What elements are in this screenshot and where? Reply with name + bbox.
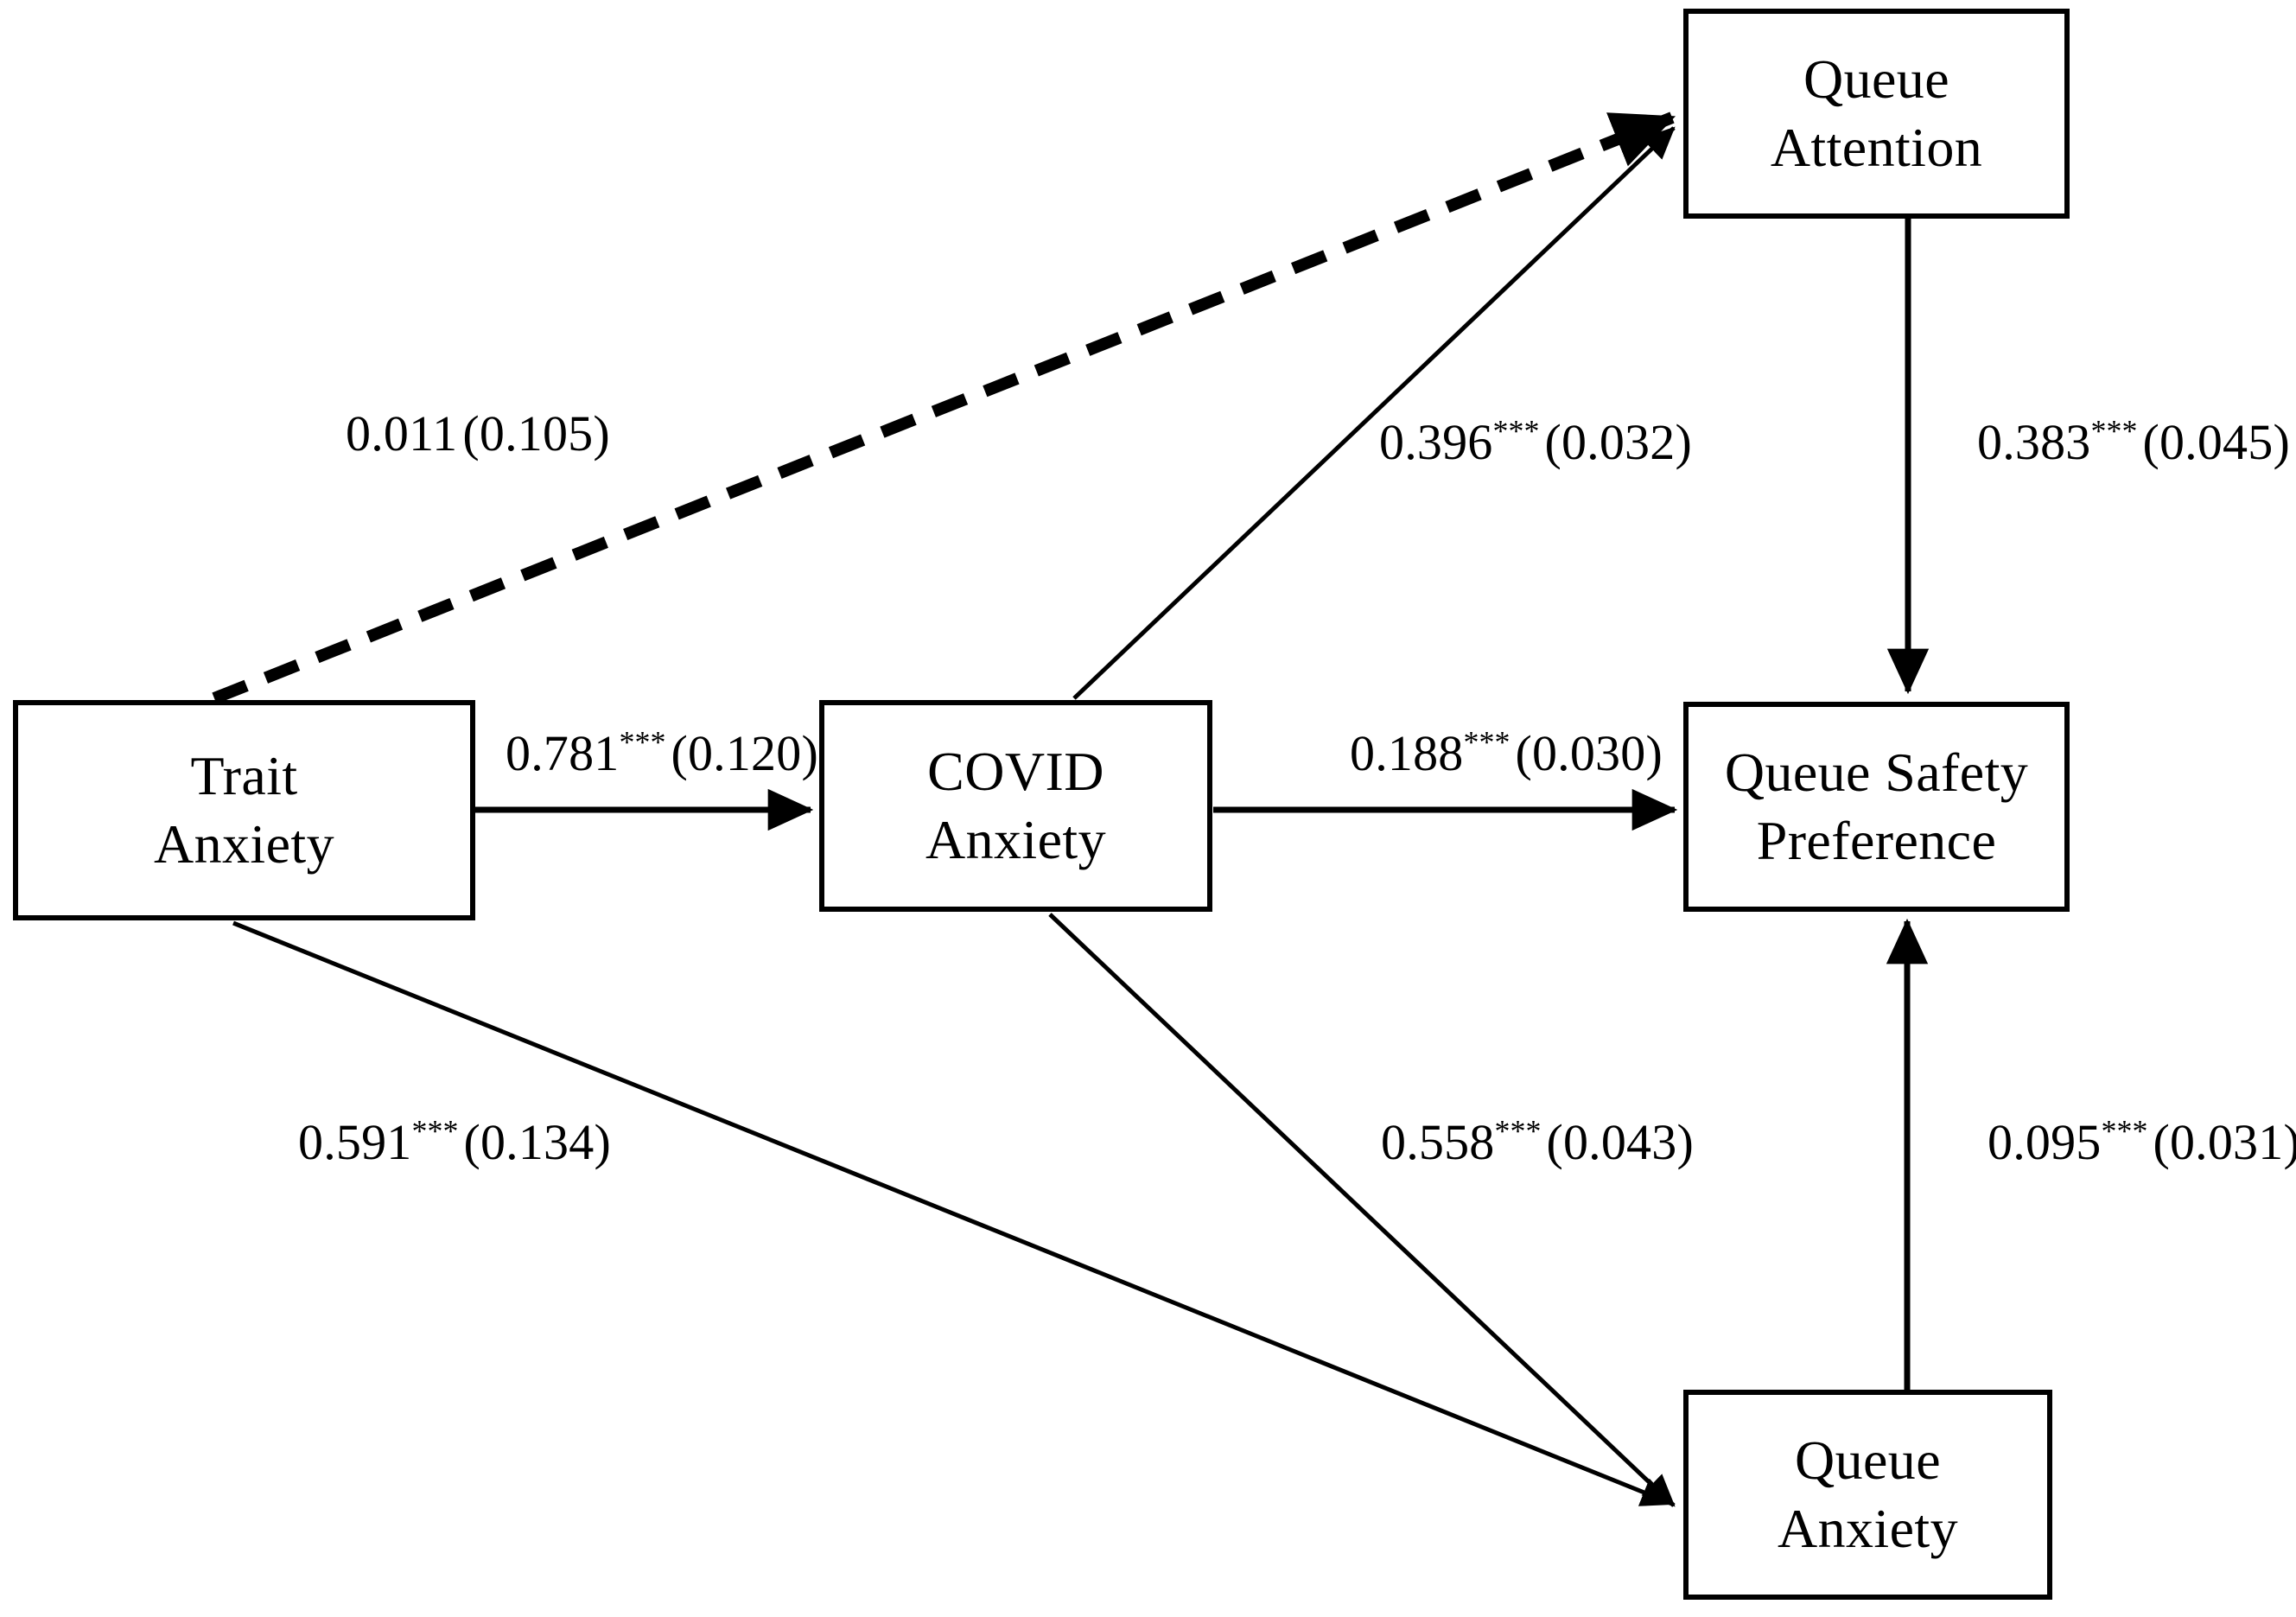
significance-stars: *** <box>1463 724 1511 760</box>
coefficient-value: 0.396 <box>1379 414 1493 470</box>
coefficient-value: 0.558 <box>1381 1114 1495 1170</box>
node-label-line2: Preference <box>1756 809 1997 871</box>
node-queue-anxiety[interactable]: Queue Anxiety <box>1683 1390 2052 1600</box>
standard-error: (0.045) <box>2142 414 2290 470</box>
node-label-line2: Anxiety <box>1778 1497 1958 1559</box>
node-label-line2: Anxiety <box>925 808 1106 870</box>
standard-error: (0.120) <box>671 725 818 781</box>
coefficient-value: 0.095 <box>1988 1114 2102 1170</box>
coefficient-value: 0.011 <box>346 405 458 462</box>
edge-covid-to-attention <box>1072 126 1676 700</box>
edge-covid-to-queue-anxiety <box>1048 913 1676 1507</box>
node-queue-attention[interactable]: Queue Attention <box>1683 9 2070 219</box>
node-label-line2: Anxiety <box>154 812 334 875</box>
edge-trait-to-attention <box>212 111 1676 704</box>
node-label-line1: Queue <box>1794 1429 1942 1492</box>
standard-error: (0.031) <box>2153 1114 2296 1170</box>
standard-error: (0.134) <box>463 1114 611 1170</box>
significance-stars: *** <box>1492 413 1540 449</box>
node-label-line1: Trait <box>190 745 298 807</box>
significance-stars: *** <box>411 1113 459 1149</box>
node-trait-anxiety[interactable]: Trait Anxiety <box>13 700 475 920</box>
edge-trait-to-queue-anxiety <box>232 920 1675 1506</box>
standard-error: (0.043) <box>1546 1114 1694 1170</box>
coefficient-value: 0.781 <box>506 725 620 781</box>
node-label-line2: Attention <box>1770 116 1983 178</box>
edge-label-covid-to-queue-anxiety: 0.558***(0.043) <box>1381 1113 1694 1171</box>
significance-stars: *** <box>2101 1113 2148 1149</box>
significance-stars: *** <box>619 724 666 760</box>
coefficient-value: 0.591 <box>298 1114 412 1170</box>
edge-label-trait-to-covid: 0.781***(0.120) <box>506 724 818 782</box>
node-label-line1: Queue Safety <box>1724 742 2029 804</box>
edge-label-trait-to-attention: 0.011(0.105) <box>346 404 610 462</box>
coefficient-value: 0.188 <box>1350 725 1464 781</box>
node-label-line1: COVID <box>927 741 1104 803</box>
coefficient-value: 0.383 <box>1977 414 2091 470</box>
edge-label-attention-to-safety: 0.383***(0.045) <box>1977 413 2290 471</box>
edge-label-trait-to-queue-anxiety: 0.591***(0.134) <box>298 1113 611 1171</box>
standard-error: (0.030) <box>1515 725 1663 781</box>
significance-stars: *** <box>1494 1113 1542 1149</box>
significance-stars: *** <box>2090 413 2138 449</box>
edge-label-queue-anxiety-to-safety: 0.095***(0.031) <box>1988 1113 2296 1171</box>
edge-label-covid-to-attention: 0.396***(0.032) <box>1379 413 1692 471</box>
standard-error: (0.105) <box>462 405 610 462</box>
standard-error: (0.032) <box>1544 414 1692 470</box>
node-queue-safety-preference[interactable]: Queue Safety Preference <box>1683 702 2070 912</box>
node-label-line1: Queue <box>1803 48 1950 111</box>
edge-label-covid-to-safety: 0.188***(0.030) <box>1350 724 1663 782</box>
node-covid-anxiety[interactable]: COVID Anxiety <box>819 700 1212 912</box>
